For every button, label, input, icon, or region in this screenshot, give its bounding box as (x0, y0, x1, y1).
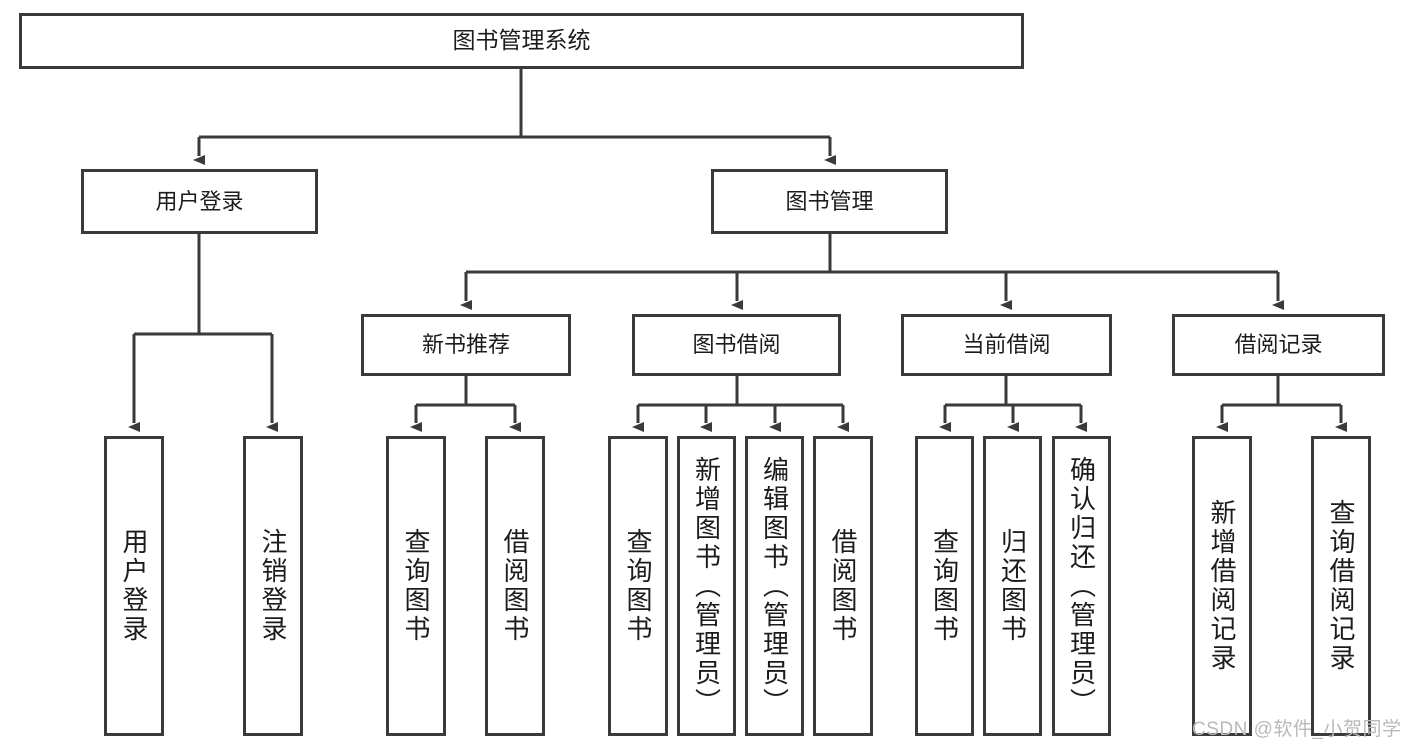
node-leaf-query-book-2[interactable]: 查询图书 (608, 436, 668, 736)
node-leaf-confirm-return[interactable]: 确认归还（管理员） (1052, 436, 1111, 736)
node-root-label: 图书管理系统 (452, 27, 591, 54)
node-leaf-user-logout-label: 注销登录 (258, 528, 288, 644)
node-leaf-query-book-2-label: 查询图书 (623, 528, 653, 644)
node-leaf-add-book[interactable]: 新增图书（管理员） (677, 436, 736, 736)
node-leaf-add-record-label: 新增借阅记录 (1207, 499, 1237, 673)
node-book-manage-label: 图书管理 (785, 188, 874, 214)
node-user-login-label: 用户登录 (155, 188, 244, 214)
node-book-borrow-label: 图书借阅 (692, 332, 781, 358)
node-leaf-add-record[interactable]: 新增借阅记录 (1192, 436, 1252, 736)
node-leaf-confirm-return-label: 确认归还（管理员） (1066, 455, 1097, 717)
node-leaf-query-record[interactable]: 查询借阅记录 (1311, 436, 1371, 736)
node-leaf-edit-book[interactable]: 编辑图书（管理员） (745, 436, 804, 736)
node-user-login[interactable]: 用户登录 (81, 169, 318, 234)
node-leaf-query-record-label: 查询借阅记录 (1326, 499, 1356, 673)
node-new-book-rec[interactable]: 新书推荐 (361, 314, 571, 376)
node-leaf-borrow-book-1[interactable]: 借阅图书 (485, 436, 545, 736)
node-leaf-user-logout[interactable]: 注销登录 (243, 436, 303, 736)
node-leaf-borrow-book-2[interactable]: 借阅图书 (813, 436, 873, 736)
node-leaf-query-book-1-label: 查询图书 (401, 528, 431, 644)
node-borrow-record[interactable]: 借阅记录 (1172, 314, 1385, 376)
node-leaf-user-login-label: 用户登录 (119, 528, 149, 644)
csdn-watermark: CSDN @软件_小贺同学 (1192, 719, 1402, 740)
node-leaf-return-book[interactable]: 归还图书 (983, 436, 1042, 736)
node-book-manage[interactable]: 图书管理 (711, 169, 948, 234)
node-leaf-return-book-label: 归还图书 (997, 528, 1028, 644)
node-current-borrow-label: 当前借阅 (962, 332, 1051, 358)
node-leaf-borrow-book-2-label: 借阅图书 (828, 528, 858, 644)
node-borrow-record-label: 借阅记录 (1234, 332, 1323, 358)
node-leaf-user-login[interactable]: 用户登录 (104, 436, 164, 736)
node-leaf-borrow-book-1-label: 借阅图书 (500, 528, 530, 644)
node-new-book-rec-label: 新书推荐 (421, 332, 510, 358)
node-book-borrow[interactable]: 图书借阅 (632, 314, 841, 376)
node-current-borrow[interactable]: 当前借阅 (901, 314, 1112, 376)
node-leaf-edit-book-label: 编辑图书（管理员） (759, 455, 790, 717)
node-leaf-add-book-label: 新增图书（管理员） (691, 455, 722, 717)
node-root[interactable]: 图书管理系统 (19, 13, 1024, 69)
node-leaf-query-book-1[interactable]: 查询图书 (386, 436, 446, 736)
node-leaf-query-book-3-label: 查询图书 (929, 528, 960, 644)
node-leaf-query-book-3[interactable]: 查询图书 (915, 436, 974, 736)
